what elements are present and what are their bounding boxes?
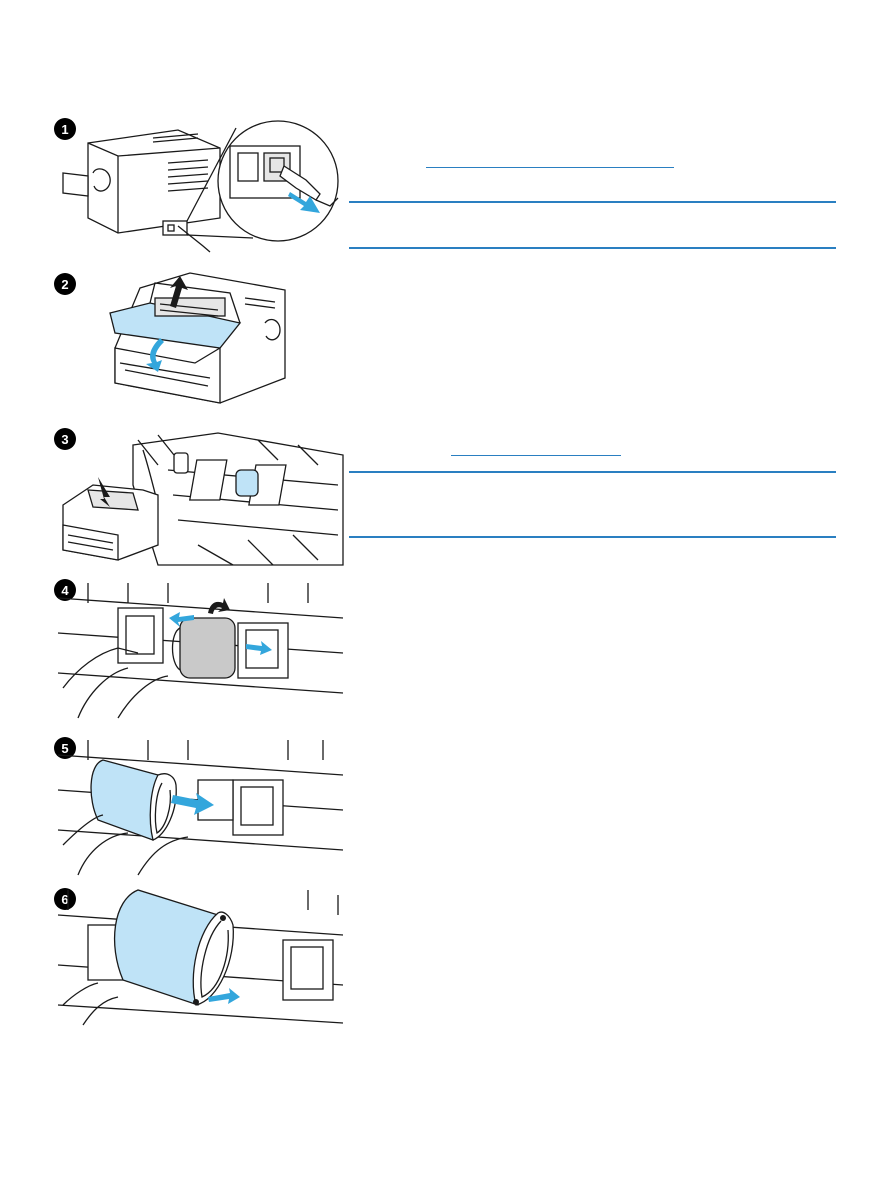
step-number-5: 5 xyxy=(54,737,76,759)
step-number-1: 1 xyxy=(54,118,76,140)
release-tabs-illustration xyxy=(57,578,344,719)
step-number-3: 3 xyxy=(54,428,76,450)
note-rule-top-1 xyxy=(349,201,836,203)
note-rule-top-3 xyxy=(349,471,836,473)
seat-roller-illustration xyxy=(57,885,344,1026)
note-rule-bottom-3 xyxy=(349,536,836,538)
cross-reference-link-3[interactable] xyxy=(451,455,621,456)
pickup-roller-location-illustration xyxy=(58,425,348,566)
open-door-illustration xyxy=(100,268,300,408)
step-number-4: 4 xyxy=(54,579,76,601)
insert-new-roller-illustration xyxy=(57,735,344,876)
note-rule-bottom-1 xyxy=(349,247,836,249)
step-number-2: 2 xyxy=(54,273,76,295)
power-unplug-illustration xyxy=(58,118,343,253)
cross-reference-link-1[interactable] xyxy=(426,167,674,168)
step-number-6: 6 xyxy=(54,888,76,910)
